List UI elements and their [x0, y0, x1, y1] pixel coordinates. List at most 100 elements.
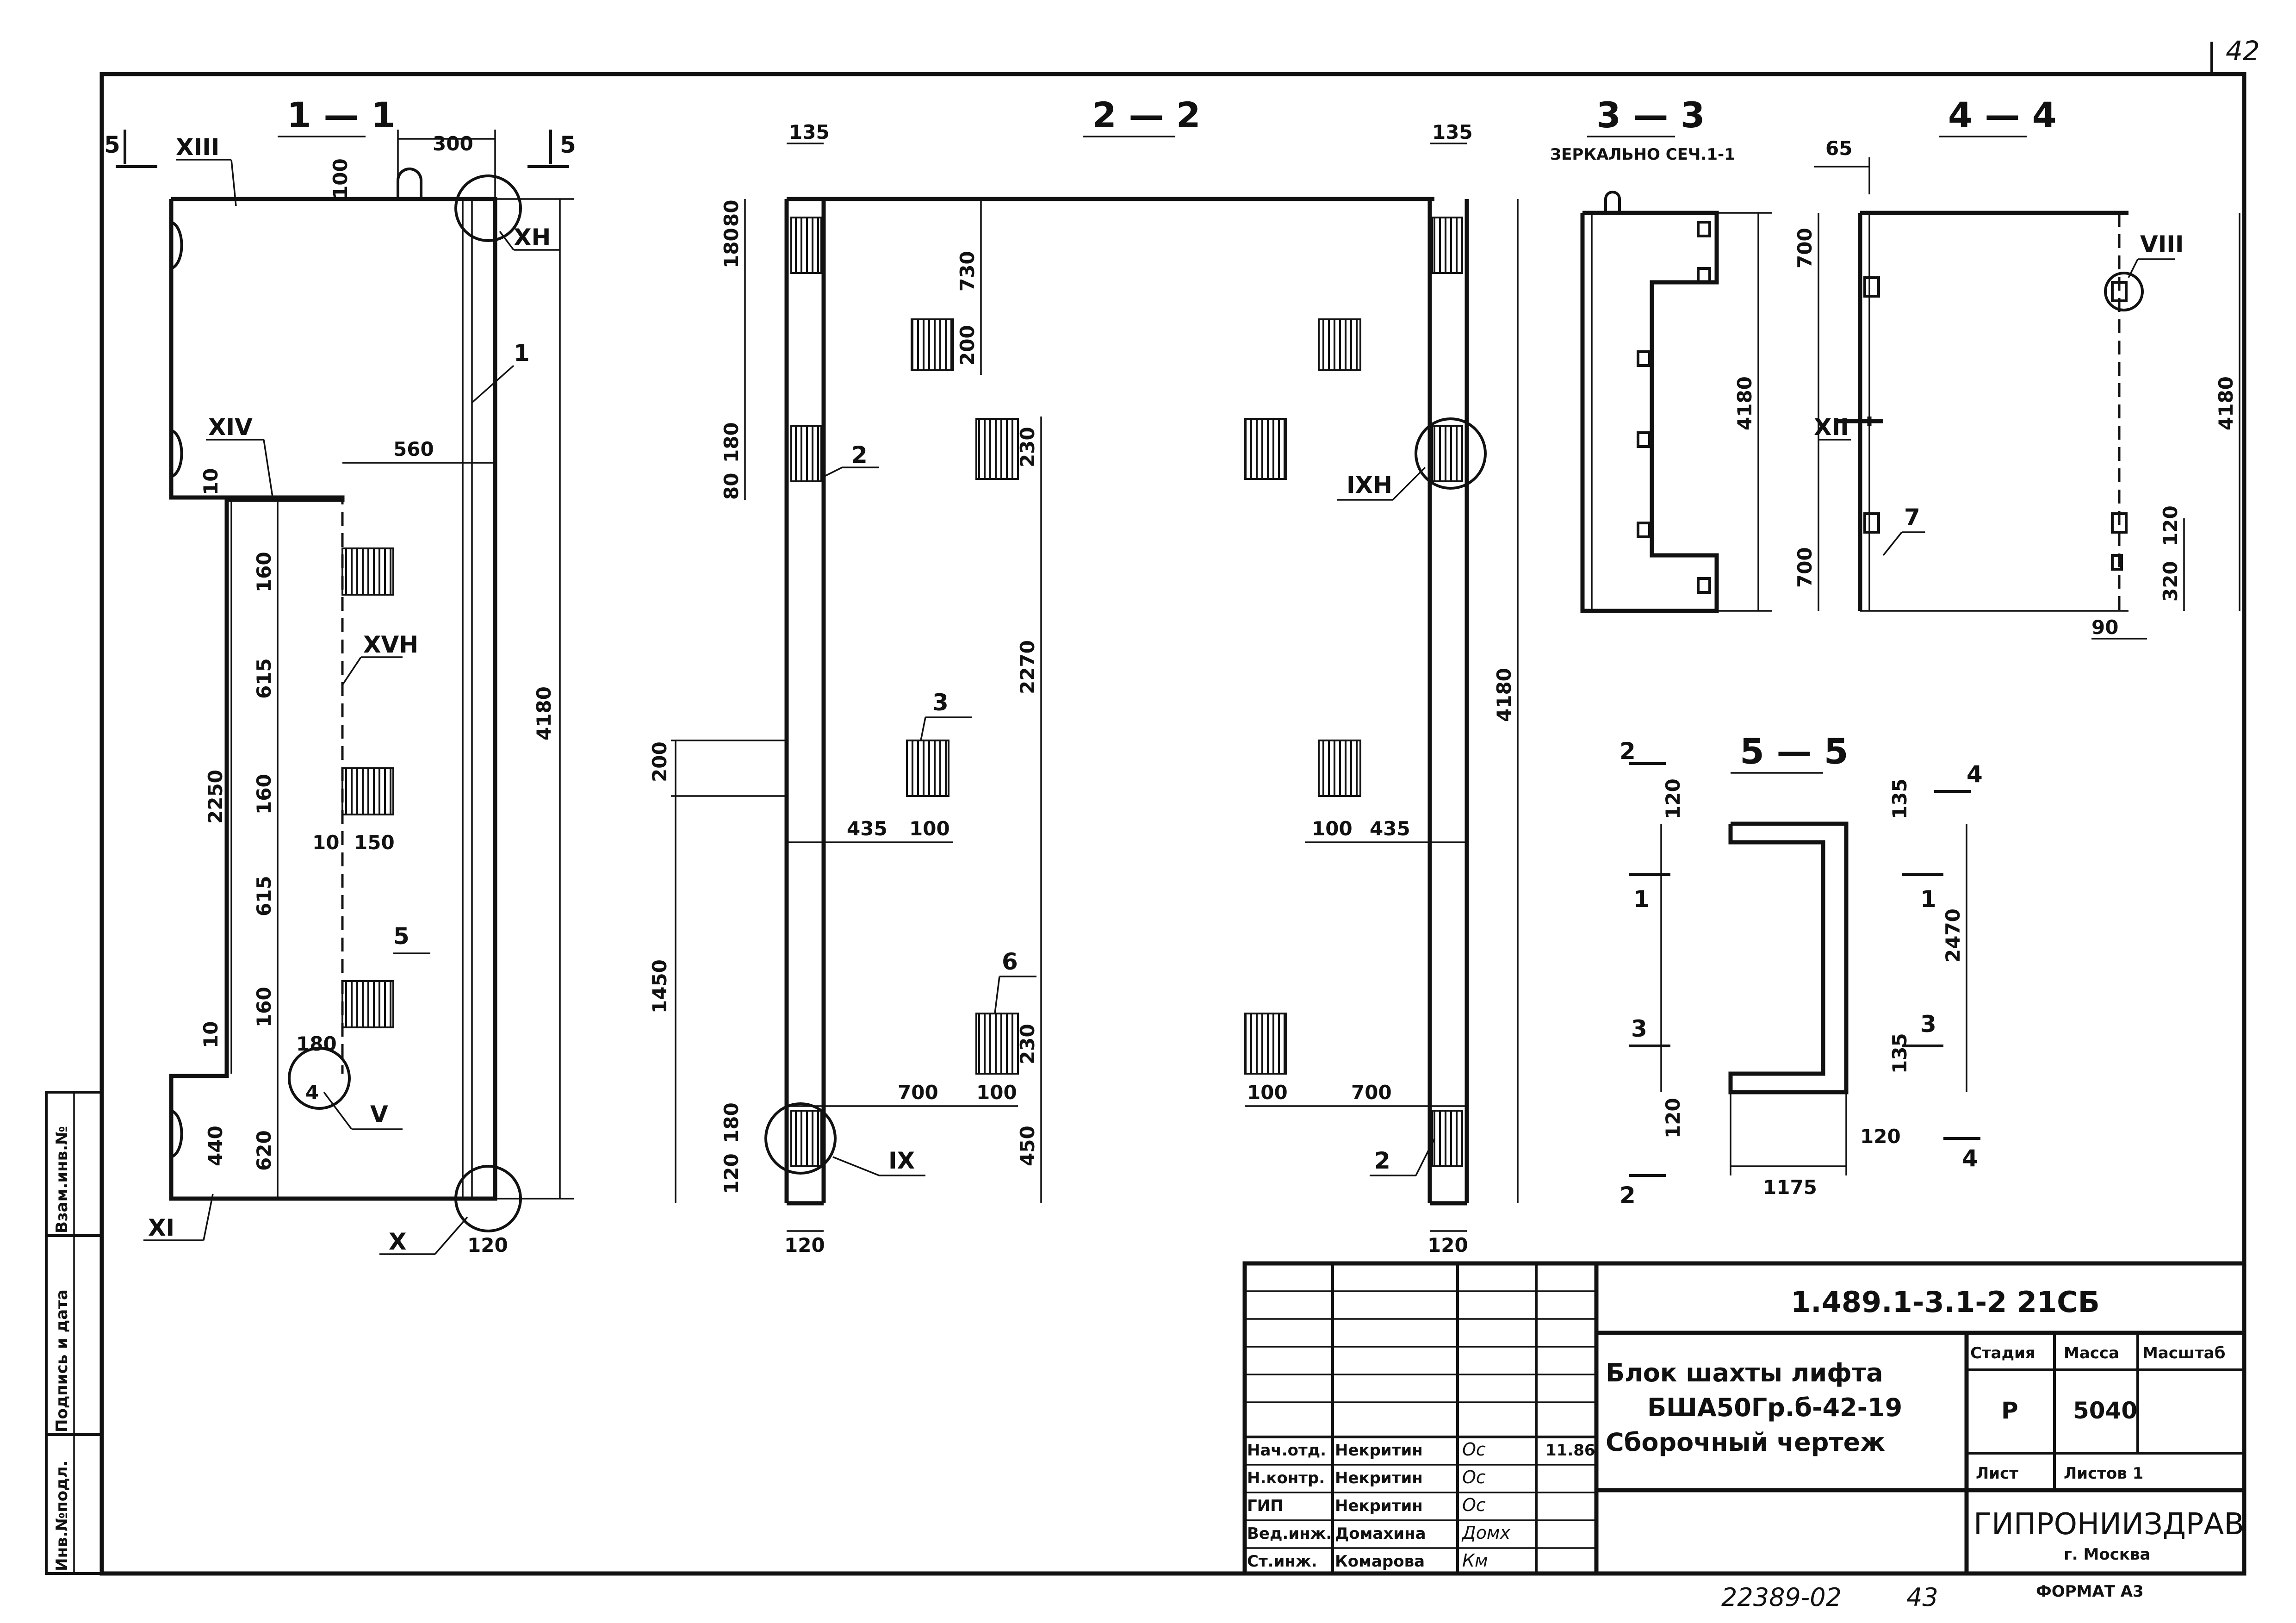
dim-5-5-120b: 120: [1662, 1098, 1684, 1138]
dim-2-2-120b: 120: [784, 1234, 825, 1256]
dim-2-2-230a: 230: [1016, 427, 1039, 467]
dim-4-4-4180: 4180: [2215, 376, 2237, 430]
mark-XIII: XIII: [176, 134, 219, 161]
role-row-1: Нач.отд.: [1247, 1441, 1326, 1460]
stage-value: Р: [2001, 1397, 2018, 1424]
dim-1-1-4180: 4180: [533, 686, 555, 740]
dim-2-2-4180: 4180: [1493, 668, 1515, 722]
cut-3-left: 3: [1631, 1015, 1647, 1042]
role-row-3: ГИП: [1247, 1497, 1284, 1515]
dim-5-5-120c: 120: [1860, 1125, 1901, 1148]
dim-2-2-80a: 80: [720, 200, 743, 227]
mark-2-left: 2: [851, 442, 868, 468]
mark-IX: IX: [888, 1147, 915, 1174]
section-5-5: 5 — 5 1175 2470 135 135 120 120 120 2 1 …: [1620, 731, 1983, 1209]
dim-4-4-700b: 700: [1793, 547, 1816, 588]
archive-number: 22389-02: [1721, 1583, 1842, 1612]
format-label: ФОРМАТ А3: [2036, 1582, 2144, 1601]
mark-4: 4: [305, 1081, 319, 1104]
mark-3: 3: [932, 689, 949, 716]
cut-1-left: 1: [1633, 886, 1650, 913]
mark-XIV: XIV: [208, 414, 253, 441]
product-mark: БША50Гр.б-42-19: [1647, 1393, 1902, 1422]
mark-XV-note: XVН: [363, 631, 418, 658]
dim-2-2-100a: 100: [909, 817, 950, 840]
section-2-2: 2 — 2 135 135 80 180: [648, 94, 1519, 1256]
org-name: ГИПРОНИИЗДРАВ: [1973, 1507, 2244, 1542]
dim-5-5-1175: 1175: [1763, 1176, 1817, 1199]
dim-1-1-100: 100: [329, 158, 352, 199]
mark-6: 6: [1002, 948, 1018, 975]
dim-2-2-100d: 100: [1247, 1081, 1288, 1104]
role-row-2: Н.контр.: [1247, 1469, 1325, 1487]
dim-2-2-180c: 180: [720, 1102, 743, 1143]
mark-XII: XII: [1814, 414, 1849, 441]
name-row-4: Домахина: [1335, 1524, 1426, 1543]
cut-2-bottom: 2: [1620, 1182, 1636, 1209]
dim-4-4-320: 320: [2159, 561, 2182, 602]
dim-1-1-300: 300: [433, 132, 473, 155]
dim-2-2-435-right: 435: [1370, 817, 1410, 840]
mark-2-right: 2: [1374, 1147, 1390, 1174]
cut-4-top: 4: [1967, 761, 1983, 788]
dim-1-1-160b: 160: [253, 774, 275, 815]
dim-4-4-120: 120: [2159, 505, 2182, 546]
hdr-scale: Масштаб: [2142, 1344, 2225, 1362]
sheet-label: Лист: [1976, 1464, 2018, 1483]
page-number: 42: [2226, 35, 2260, 67]
sign-row-5: Км: [1462, 1550, 1488, 1571]
dim-1-1-150: 150: [354, 831, 395, 854]
dim-5-5-135b: 135: [1888, 1033, 1911, 1074]
hdr-mass: Масса: [2064, 1344, 2119, 1362]
dim-1-1-440: 440: [204, 1126, 227, 1166]
dim-2-2-135-right: 135: [1432, 121, 1473, 143]
dim-1-1-160c: 160: [253, 987, 275, 1027]
role-row-4: Вед.инж.: [1247, 1524, 1332, 1543]
section-5-5-title: 5 — 5: [1740, 731, 1849, 772]
sign-row-2: Ос: [1462, 1467, 1486, 1487]
side-stamp: Инв.№подл. Подпись и дата Взам.инв.№: [45, 1091, 103, 1575]
dim-2-2-100c: 100: [976, 1081, 1017, 1104]
mark-5: 5: [393, 923, 410, 950]
role-row-5: Ст.инж.: [1247, 1552, 1317, 1571]
sheets-label: Листов 1: [2064, 1464, 2143, 1483]
stamp-sign-date: Подпись и дата: [53, 1289, 71, 1432]
sign-row-3: Ос: [1462, 1495, 1486, 1515]
name-row-5: Комарова: [1335, 1552, 1425, 1571]
dim-2-2-230b: 230: [1016, 1024, 1039, 1064]
drawing-frame: [99, 72, 2246, 1576]
name-row-1: Некритин: [1335, 1441, 1423, 1460]
dim-2-2-120a: 120: [720, 1153, 743, 1194]
cut-1-right: 1: [1920, 886, 1936, 913]
sign-row-4: Домх: [1461, 1523, 1511, 1543]
title-block: 1.489.1-3.1-2 21СБ Блок шахты лифта БША5…: [1242, 1261, 2246, 1576]
dim-4-4-90: 90: [2091, 616, 2118, 639]
product-name: Блок шахты лифта: [1606, 1358, 1883, 1387]
cut-4-bottom: 4: [1962, 1145, 1978, 1172]
drawing-kind: Сборочный чертеж: [1606, 1428, 1885, 1457]
dim-1-1-120: 120: [467, 1234, 508, 1256]
dim-5-5-2470: 2470: [1942, 908, 1964, 963]
dim-2-2-700-left: 700: [898, 1081, 938, 1104]
dim-1-1-10b: 10: [199, 1021, 222, 1048]
mass-value: 5040: [2073, 1397, 2137, 1424]
cut-2-top: 2: [1620, 738, 1636, 765]
mark-V: V: [370, 1101, 388, 1128]
dim-4-4-700a: 700: [1793, 228, 1816, 268]
cut-mark-5-left: 5: [104, 131, 120, 158]
dim-1-1-615a: 615: [253, 658, 275, 699]
mark-XI: XI: [148, 1214, 174, 1241]
dim-2-2-200b: 200: [648, 741, 671, 782]
dim-1-1-615b: 615: [253, 876, 275, 916]
dim-2-2-435-left: 435: [847, 817, 887, 840]
date-row-1: 11.86: [1545, 1441, 1595, 1460]
doc-code: 1.489.1-3.1-2 21СБ: [1791, 1285, 2100, 1319]
dim-2-2-135-left: 135: [789, 121, 830, 143]
dim-2-2-200a: 200: [956, 325, 979, 366]
dim-2-2-1450: 1450: [648, 959, 671, 1014]
section-1-1: 1 — 1 300 4180 560 615 615 160 1: [104, 94, 576, 1256]
section-3-3-title: 3 — 3: [1596, 94, 1705, 136]
dim-1-1-2250: 2250: [204, 770, 227, 824]
dim-2-2-180a: 180: [720, 228, 743, 268]
dim-1-1-560: 560: [393, 438, 434, 460]
